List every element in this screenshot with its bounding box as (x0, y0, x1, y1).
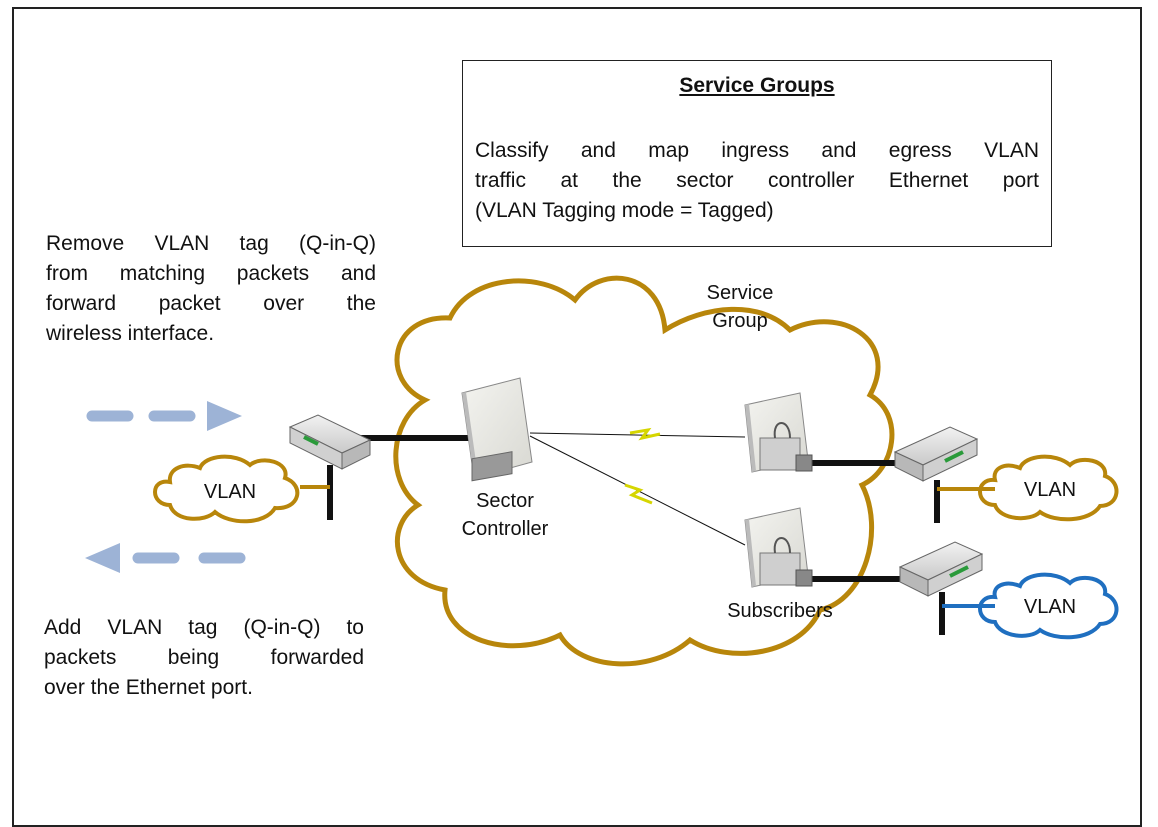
note-line: Add VLAN tag (Q-in-Q) to (44, 616, 364, 639)
label-line: Service (706, 282, 774, 304)
service-groups-title: Service Groups (679, 74, 835, 97)
vlan-cloud-left (153, 454, 300, 524)
note-line: forward packet over the (46, 292, 376, 315)
description-line: (VLAN Tagging mode = Tagged) (475, 199, 774, 222)
remove-vlan-note: Remove VLAN tag (Q-in-Q) from matching p… (46, 229, 376, 349)
sector-controller-icon (461, 377, 533, 482)
vlan-cloud-right-bottom (978, 572, 1119, 640)
subscriber-antenna-icon (744, 507, 813, 588)
add-vlan-note: Add VLAN tag (Q-in-Q) to packets being f… (44, 613, 364, 703)
vlan-label-left: VLAN (203, 481, 257, 503)
service-groups-description: Classify and map ingress and egress VLAN… (475, 136, 1039, 226)
note-line: over the Ethernet port. (44, 676, 253, 699)
service-group-cloud (393, 275, 895, 667)
vlan-cloud-right-top (978, 454, 1119, 522)
label-line: Group (712, 310, 768, 332)
subscribers-label: Subscribers (727, 600, 833, 622)
service-group-label: Service Group (690, 279, 790, 335)
label-line: Sector (476, 490, 534, 512)
note-line: wireless interface. (46, 322, 215, 345)
switch-icon-right-bottom (898, 541, 984, 597)
wireless-links (529, 427, 746, 546)
ingress-arrow (86, 401, 242, 431)
egress-arrow (85, 543, 246, 573)
vlan-label-right-top: VLAN (1023, 479, 1077, 501)
lightning-icon (629, 427, 661, 441)
lightning-icon (624, 483, 653, 505)
description-line: traffic at the sector controller Etherne… (475, 169, 1039, 192)
service-groups-box: Service Groups Classify and map ingress … (462, 60, 1052, 247)
label-line: Controller (461, 518, 549, 540)
switch-icon-right-top (893, 426, 979, 482)
switch-icon-left (288, 414, 372, 470)
note-line: packets being forwarded (44, 646, 364, 669)
description-line: Classify and map ingress and egress VLAN (475, 139, 1039, 162)
note-line: Remove VLAN tag (Q-in-Q) (46, 232, 376, 255)
vlan-label-right-bottom: VLAN (1023, 596, 1077, 618)
subscriber-antenna-icon (744, 392, 813, 473)
sector-controller-label: Sector Controller (440, 487, 570, 543)
note-line: from matching packets and (46, 262, 376, 285)
